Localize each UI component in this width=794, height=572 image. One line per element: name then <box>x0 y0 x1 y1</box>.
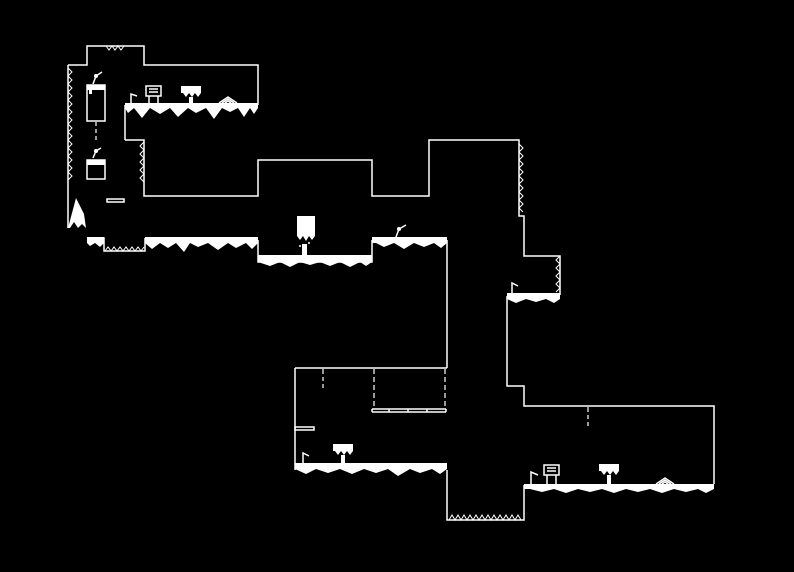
room-top-left <box>67 45 715 484</box>
mushroom-tree-icon <box>333 444 353 455</box>
mushroom-tree-icon <box>181 86 201 97</box>
snow-floor-lower-left <box>295 463 447 476</box>
pointer-cones <box>130 92 539 484</box>
pushable-block-upper[interactable] <box>86 84 106 122</box>
snow-ledge-top <box>125 103 258 119</box>
lever-icon[interactable] <box>395 224 407 238</box>
lever-icon[interactable] <box>92 71 103 85</box>
mushroom-tree-lower-right <box>599 464 619 484</box>
pushable-block-lower[interactable] <box>86 159 106 180</box>
mushroom-tree-top <box>181 86 201 104</box>
spike-icon <box>68 198 86 228</box>
floating-ledge-icon[interactable] <box>294 426 315 431</box>
spike-icon <box>67 67 73 181</box>
player-figure-icon[interactable] <box>297 216 315 241</box>
hanging-chains <box>322 369 589 426</box>
lever-3[interactable] <box>395 224 407 238</box>
mushroom-tree-icon <box>599 464 619 475</box>
arch-grate-bottom <box>655 477 675 485</box>
pointer-cone-icon <box>530 470 539 484</box>
arch-grate-icon <box>218 96 238 104</box>
floating-ledges[interactable] <box>106 198 315 431</box>
spike-strips <box>67 45 561 521</box>
lever-2[interactable] <box>92 147 102 159</box>
signpost-icon[interactable] <box>543 464 560 476</box>
arch-grate-icon <box>655 477 675 485</box>
snow-floor-lower-right <box>524 484 714 493</box>
chain-bridge[interactable] <box>371 408 447 413</box>
signpost-bottom[interactable] <box>543 464 560 484</box>
lever-1[interactable] <box>92 71 103 85</box>
signpost-top[interactable] <box>145 85 162 103</box>
snow-platforms <box>87 103 714 493</box>
mushroom-tree-lower-left <box>333 444 353 463</box>
pointer-cone-icon <box>511 281 519 293</box>
signpost-icon[interactable] <box>145 85 162 97</box>
player-figure[interactable] <box>297 216 315 255</box>
pointer-cone-icon <box>130 92 138 103</box>
arch-grate-top <box>218 96 238 104</box>
room-lower <box>294 367 525 521</box>
spike-cone-left <box>68 198 86 228</box>
pointer-cone-icon <box>302 451 310 463</box>
floating-ledge-icon[interactable] <box>106 198 125 203</box>
snow-floor-main <box>145 237 258 252</box>
